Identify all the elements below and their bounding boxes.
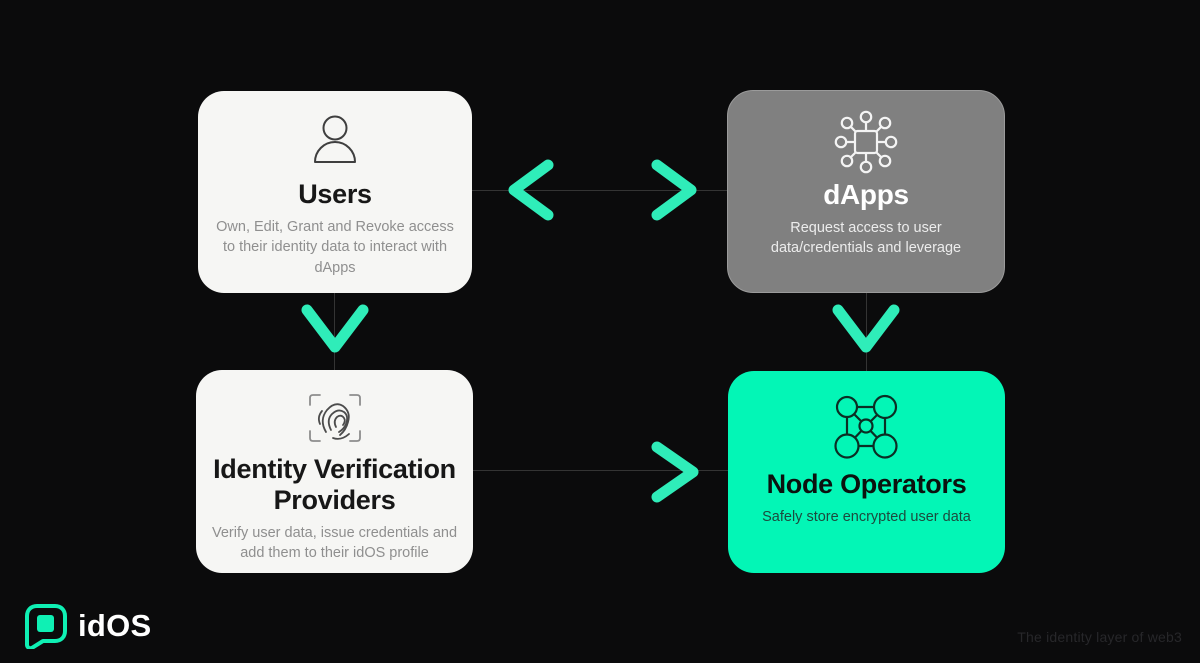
connector-ivp-nodeoperators	[473, 470, 728, 471]
connector-dapps-nodeoperators	[866, 293, 867, 371]
chevron-right-icon	[651, 441, 699, 503]
connector-users-ivp	[334, 293, 335, 370]
card-title-dapps: dApps	[823, 179, 909, 210]
node-cluster-icon	[833, 394, 898, 459]
card-title-node-operators: Node Operators	[766, 469, 967, 499]
connector-users-dapps	[472, 190, 727, 191]
card-title-users: Users	[298, 179, 372, 209]
chevron-down-icon	[301, 304, 369, 353]
idos-logo: idOS	[24, 603, 152, 649]
card-dapps: dApps Request access to user data/creden…	[727, 90, 1005, 293]
hub-network-icon	[834, 110, 898, 174]
card-subtitle-users: Own, Edit, Grant and Revoke access to th…	[216, 219, 454, 276]
card-subtitle-node-operators: Safely store encrypted user data	[762, 509, 971, 526]
card-subtitle-dapps: Request access to user data/credentials …	[770, 220, 962, 257]
card-identity-verification-providers: Identity Verification Providers Verify u…	[196, 370, 473, 573]
fingerprint-scan-icon	[308, 394, 361, 442]
card-title-ivp: Identity Verification Providers	[213, 454, 456, 516]
tagline: The identity layer of web3	[1017, 629, 1182, 645]
card-node-operators: Node Operators Safely store encrypted us…	[728, 371, 1005, 573]
user-icon	[314, 115, 356, 163]
logo-text: idOS	[78, 608, 152, 643]
idos-logo-icon	[25, 604, 67, 649]
chevron-right-icon	[651, 159, 697, 221]
chevron-down-icon	[832, 304, 900, 353]
chevron-left-icon	[508, 159, 554, 221]
card-users: Users Own, Edit, Grant and Revoke access…	[198, 91, 472, 293]
card-subtitle-ivp: Verify user data, issue credentials and …	[211, 525, 458, 562]
